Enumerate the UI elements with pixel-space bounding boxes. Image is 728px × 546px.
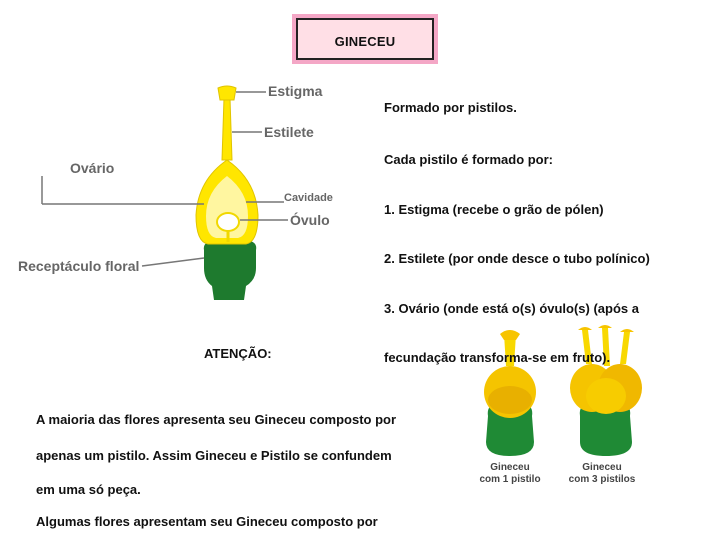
text-line-6: fecundação transforma-se em fruto). — [384, 350, 611, 365]
text-line-4: 2. Estilete (por onde desce o tubo polín… — [384, 251, 650, 266]
text-line-1: Formado por pistilos. — [384, 100, 517, 115]
label-ovario: Ovário — [70, 160, 115, 176]
note-line-2: apenas um pistilo. Assim Gineceu e Pisti… — [36, 448, 392, 463]
attention-heading: ATENÇÃO: — [204, 346, 272, 361]
photo-three-pistils — [570, 325, 642, 456]
text-line-2: Cada pistilo é formado por: — [384, 152, 554, 167]
label-ovulo: Óvulo — [290, 212, 330, 228]
caption-one-pistil: Gineceu com 1 pistilo — [479, 462, 541, 485]
text-line-3: 1. Estigma (recebe o grão de pólen) — [384, 202, 604, 217]
text-line-5: 3. Ovário (onde está o(s) óvulo(s) (após… — [384, 301, 639, 316]
photo-one-pistil — [484, 330, 536, 456]
ovule-shape — [216, 212, 240, 232]
title-box: GINECEU — [292, 14, 438, 64]
stigma-shape — [217, 85, 237, 101]
note-line-3: em uma só peça. — [36, 482, 141, 497]
caption-three-pistils: Gineceu com 3 pistilos — [568, 462, 636, 485]
note-line-4: Algumas flores apresentam seu Gineceu co… — [36, 514, 378, 529]
style-shape — [221, 97, 233, 161]
receptacle-shape — [203, 240, 257, 300]
label-receptaculo: Receptáculo floral — [18, 258, 140, 274]
note-line-1: A maioria das flores apresenta seu Ginec… — [36, 412, 397, 427]
label-estigma: Estigma — [268, 83, 323, 99]
label-cavidade: Cavidade — [284, 192, 333, 204]
label-estilete: Estilete — [264, 124, 314, 140]
page-title: GINECEU — [334, 34, 396, 49]
